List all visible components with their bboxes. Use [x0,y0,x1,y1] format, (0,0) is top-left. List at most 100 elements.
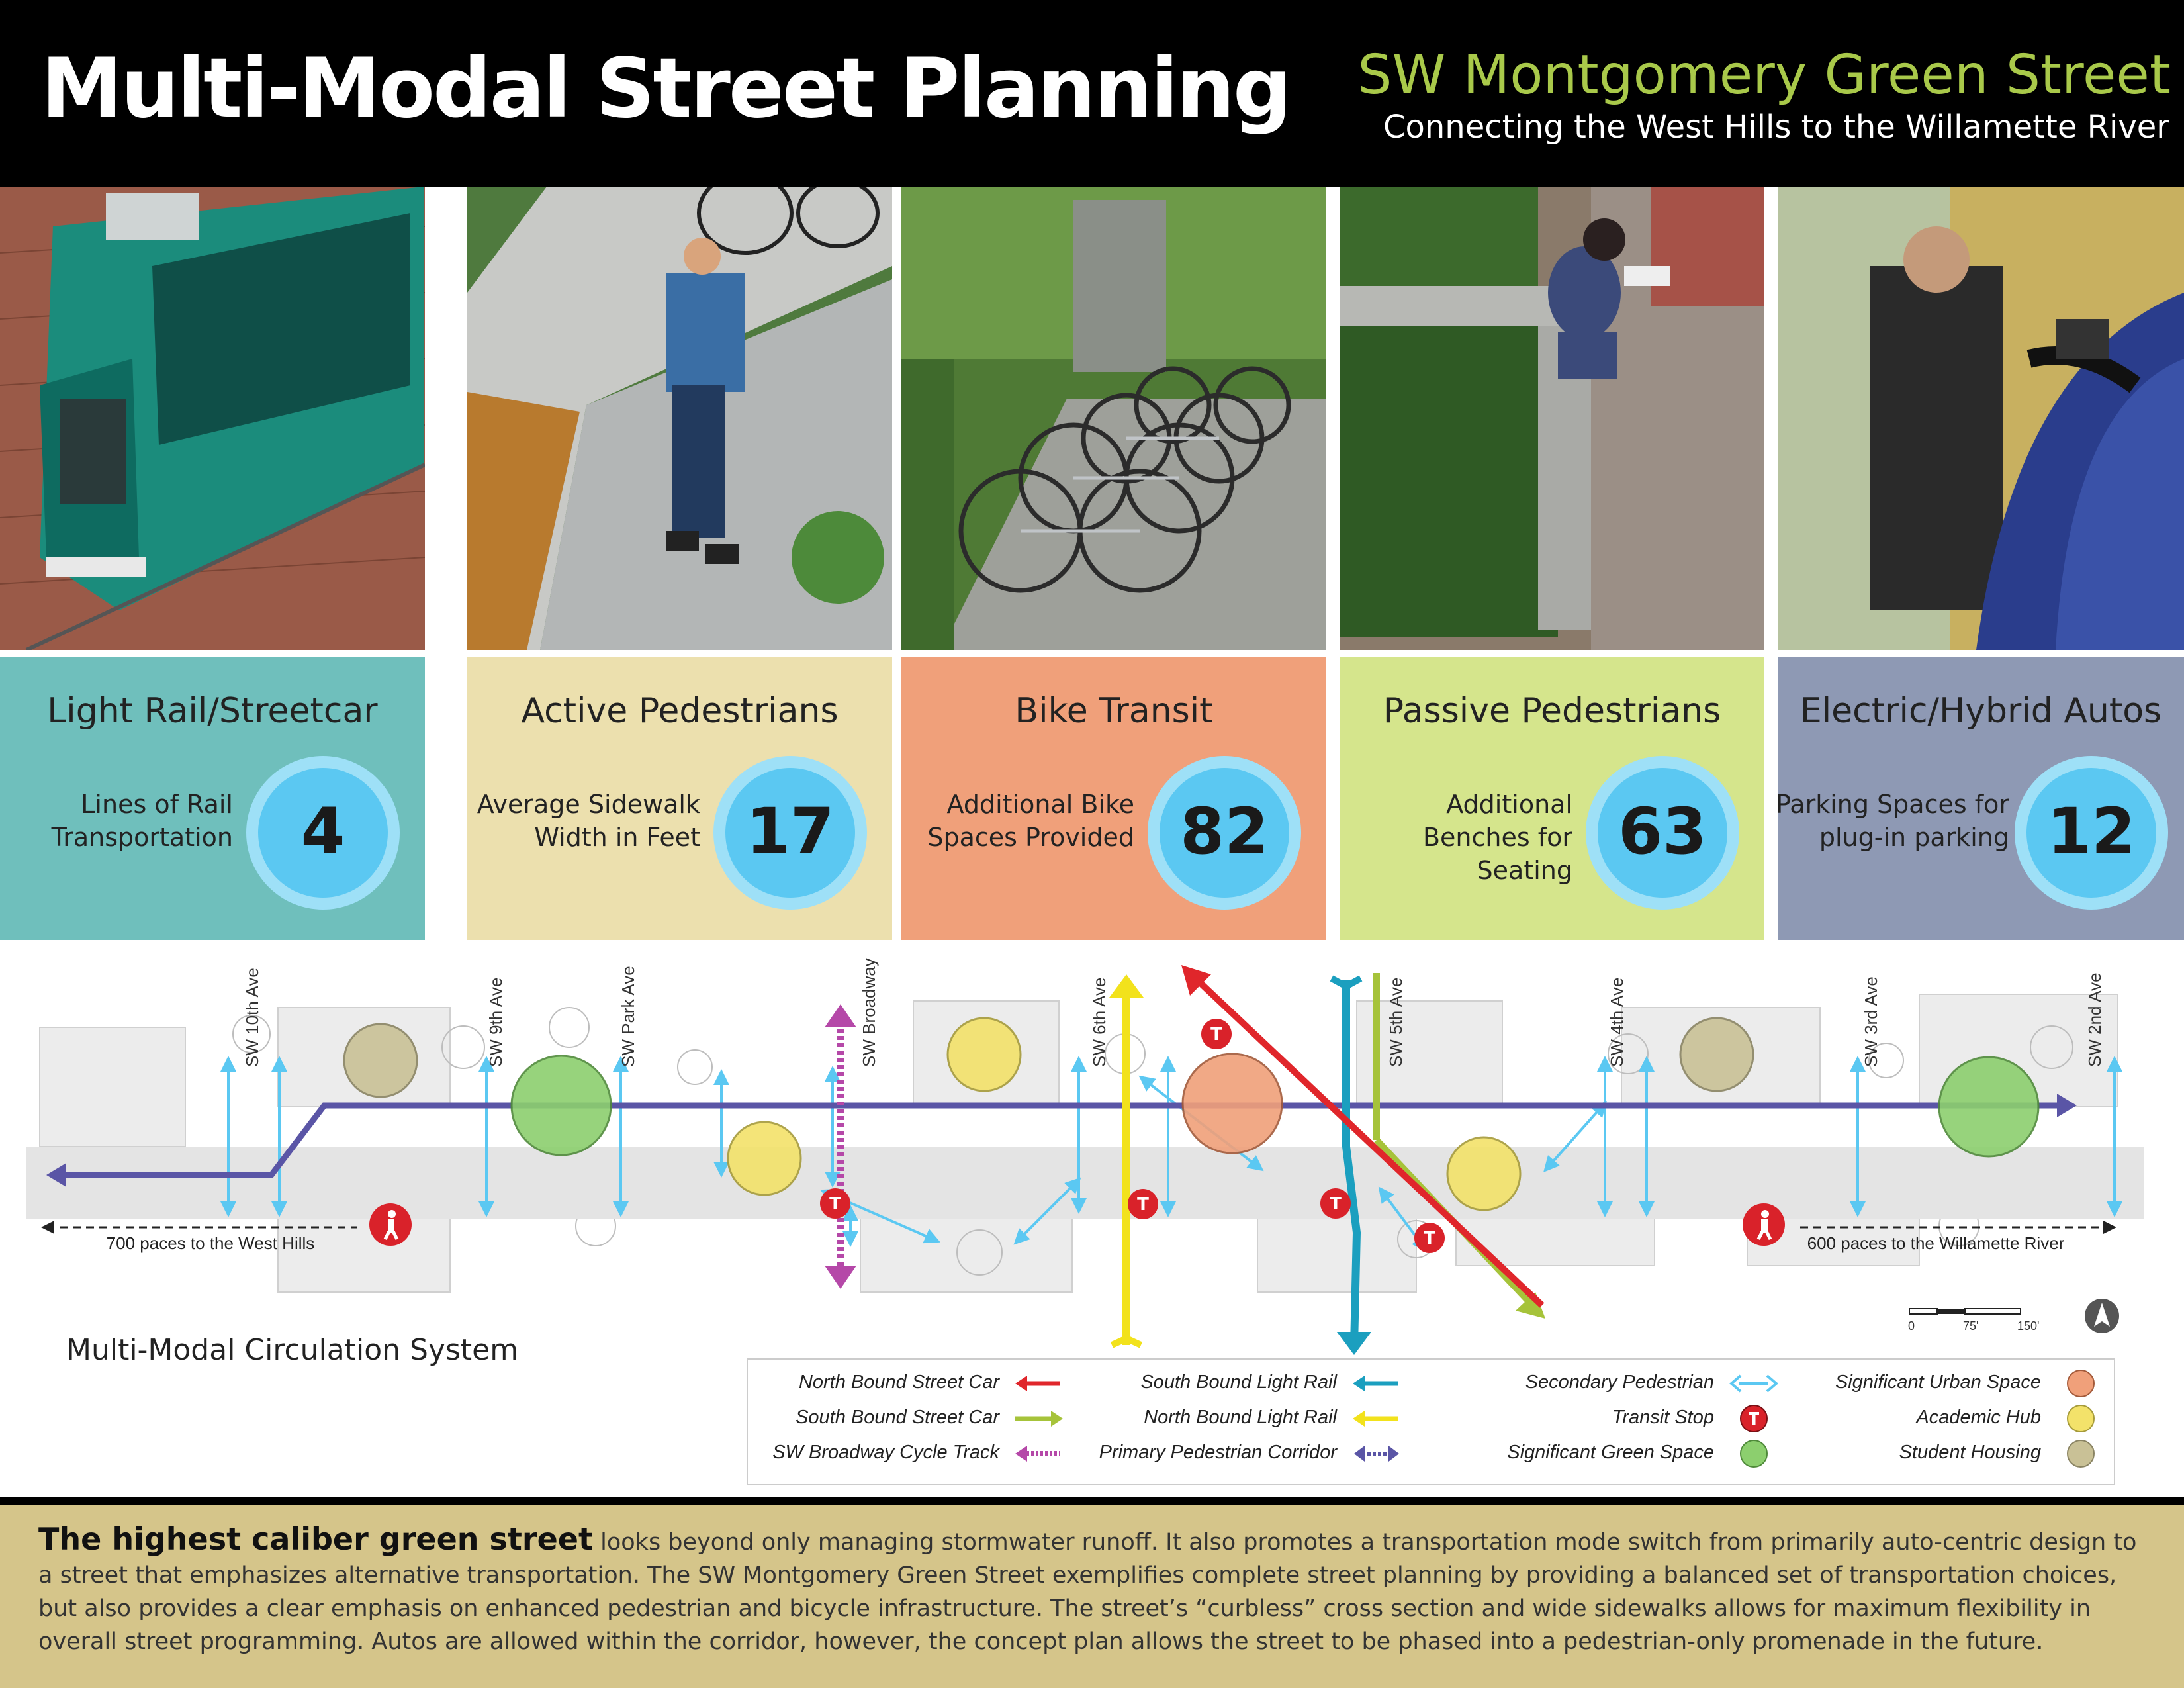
legend-item: Significant Green Space [1410,1438,1787,1470]
street-label: SW Park Ave [618,966,638,1067]
transit-stops [820,1019,1445,1253]
card-electric-autos: Electric/Hybrid Autos Parking Spaces for… [1776,187,2184,947]
transit-stop-icon [1320,1188,1351,1219]
pedestrian-figure-east [1756,1210,1772,1241]
transit-stop-letter: T [1210,1025,1222,1045]
pedestrian-figure-west [383,1210,399,1241]
south-bound-light-rail [1342,980,1361,1346]
footer: The highest caliber green street looks b… [0,1505,2184,1688]
light-rail-south-arrowhead [1337,1332,1371,1355]
legend-label: Significant Green Space [1507,1442,1714,1463]
legend: North Bound Street Car South Bound Stree… [747,1358,2115,1485]
stat-value: 12 [2047,794,2136,868]
card-passive-pedestrians: Passive Pedestrians Additional Benches f… [1340,187,1764,947]
stat-value: 4 [300,794,345,868]
teal-arrow-icon [1353,1376,1398,1391]
river-arrowhead [2103,1221,2116,1234]
scale-label: 150' [2017,1319,2039,1333]
yellow-circle-icon [2067,1405,2095,1432]
magenta-dotted-arrow-icon [1015,1446,1060,1462]
urban-space-1 [1181,1053,1283,1154]
academic-hub-1 [727,1121,802,1196]
footer-body: looks beyond only managing stormwater ru… [38,1529,2137,1655]
light-rail-panel: Light Rail/Streetcar Lines of Rail Trans… [0,657,425,940]
legend-label: Academic Hub [1916,1407,2041,1428]
scale-label: 0 [1908,1319,1915,1333]
legend-item: South Bound Street Car [748,1403,1072,1434]
transit-stop-icon [1740,1405,1768,1432]
street-label: SW 9th Ave [486,978,506,1067]
street-label: SW 4th Ave [1607,978,1627,1067]
footer-lead: The highest caliber green street [38,1521,593,1557]
legend-label: South Bound Street Car [796,1407,999,1428]
legend-label: North Bound Light Rail [1144,1407,1337,1428]
student-housing-1 [343,1023,418,1098]
cycle-track-north-arrowhead [825,1004,856,1027]
street-labels: SW 10th Ave SW 9th Ave SW Park Ave SW Br… [242,958,2105,1067]
river-note: 600 paces to the Willamette River [1807,1233,2065,1253]
green-space-1 [510,1055,612,1156]
streetcar-north-arrowhead [1181,965,1211,996]
cycle-track-south-arrowhead [825,1266,856,1289]
legend-item: Secondary Pedestrian [1410,1368,1787,1399]
bench-photo [1340,187,1764,650]
legend-item: Academic Hub [1787,1403,2114,1434]
stat-circle: 63 [1586,756,1739,910]
card-bike-transit: Bike Transit Additional Bike Spaces Prov… [901,187,1326,947]
legend-item: North Bound Light Rail [1072,1403,1410,1434]
card-description: Additional Bike Spaces Provided [927,790,1134,852]
corridor-west-arrowhead [46,1163,66,1187]
legend-label: Transit Stop [1612,1407,1714,1428]
streetcar-photo [0,187,425,650]
scale-label: 75' [1963,1319,1978,1333]
light-rail-south-tail [1330,975,1363,990]
transit-stop-letter: T [1424,1229,1435,1248]
street-label: SW 6th Ave [1089,978,1109,1067]
page-title: Multi-Modal Street Planning [41,41,1292,136]
footer-paragraph: The highest caliber green street looks b… [38,1523,2150,1658]
green-arrow-icon [1015,1411,1063,1427]
transit-stop-letters: T T T T T [829,1025,1435,1248]
legend-label: SW Broadway Cycle Track [772,1442,999,1463]
stat-circle: 17 [713,756,867,910]
footer-divider [0,1497,2184,1505]
card-light-rail: Light Rail/Streetcar Lines of Rail Trans… [0,187,425,947]
yellow-arrow-icon [1353,1411,1398,1427]
legend-label: Student Housing [1899,1442,2041,1463]
ev-charging-photo [1778,187,2184,650]
north-arrow-icon [2085,1299,2119,1333]
card-description: Parking Spaces for plug-in parking [1776,790,2009,852]
legend-label: North Bound Street Car [798,1372,999,1393]
header: Multi-Modal Street Planning SW Montgomer… [0,0,2184,187]
card-title: Electric/Hybrid Autos [1799,691,2162,731]
tan-circle-icon [2067,1440,2095,1468]
street-label: SW 5th Ave [1386,978,1406,1067]
pedestrian-photo [467,187,892,650]
legend-item: Primary Pedestrian Corridor [1072,1438,1410,1470]
passive-pedestrians-panel: Passive Pedestrians Additional Benches f… [1340,657,1764,940]
circulation-diagram: T T T T T 700 paces to the West Hills 60… [0,948,2184,1504]
legend-item: South Bound Light Rail [1072,1368,1410,1399]
transit-stop-letter: T [1330,1194,1342,1214]
red-arrow-icon [1015,1376,1060,1391]
stat-value: 63 [1618,794,1707,868]
legend-label: Secondary Pedestrian [1525,1372,1714,1393]
bike-transit-panel: Bike Transit Additional Bike Spaces Prov… [901,657,1326,940]
light-rail-north-arrowhead [1109,974,1144,998]
salmon-circle-icon [2067,1370,2095,1397]
stat-circle: 4 [246,756,400,910]
street-label: SW 2nd Ave [2085,972,2105,1067]
legend-item: Transit Stop [1410,1403,1787,1434]
card-description: Average Sidewalk Width in Feet [477,790,700,852]
light-rail-north-tail [1110,1335,1143,1348]
transit-stop-icon [1128,1189,1158,1219]
card-description: Lines of Rail Transportation [51,790,233,852]
academic-hub-3 [1446,1136,1522,1211]
bike-rack-photo [901,187,1326,650]
green-space-2 [1938,1056,2040,1158]
legend-item: Significant Urban Space [1787,1368,2114,1399]
transit-stop-icon [1414,1223,1445,1253]
active-pedestrians-panel: Active Pedestrians Average Sidewalk Widt… [467,657,892,940]
academic-hub-2 [946,1017,1022,1092]
street-label: SW 10th Ave [242,968,262,1067]
